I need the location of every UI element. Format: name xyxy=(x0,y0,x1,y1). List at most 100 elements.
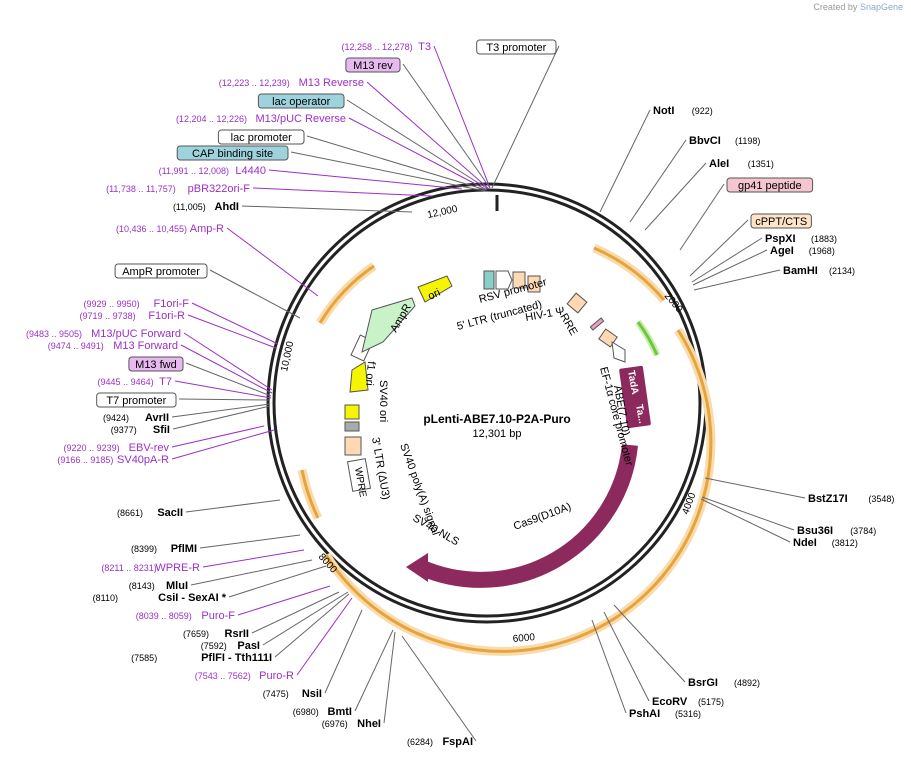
leader-line xyxy=(691,237,763,283)
primer-coord: (12,223 .. 12,239) xyxy=(219,78,290,88)
feature-band-1 xyxy=(592,243,668,303)
enzyme-name: NsiI xyxy=(302,688,322,700)
enzyme-coord: (7592) xyxy=(201,641,227,651)
enzyme-coord: (11,005) xyxy=(173,202,206,212)
leader-line xyxy=(226,227,319,297)
leader-line xyxy=(401,635,477,742)
primer-coord: (12,204 .. 12,226) xyxy=(176,114,247,124)
feature-tag-box xyxy=(114,263,208,279)
leader-line xyxy=(629,139,687,223)
leader-line xyxy=(183,332,273,391)
feature-tag-label: CAP binding site xyxy=(192,148,273,160)
primer-coord: (9929 .. 9950) xyxy=(84,299,140,309)
leader-line xyxy=(644,162,707,231)
primer-coord: (9166 .. 9185) xyxy=(57,455,113,465)
enzyme-name: NdeI xyxy=(793,537,817,549)
enzyme-name: Bsu36I xyxy=(797,525,833,537)
leader-line xyxy=(180,344,273,394)
primer-coord: (9474 .. 9491) xyxy=(48,341,104,351)
enzyme-name: PflMI xyxy=(171,543,197,555)
enzyme-name: RsrII xyxy=(225,628,249,640)
primer-name: M13 Reverse xyxy=(299,77,364,89)
feature-tag-label: AmpR promoter xyxy=(122,266,200,278)
hiv-box xyxy=(527,275,541,293)
primer-name: M13/pUC Forward xyxy=(91,328,181,340)
enzyme-coord: (3784) xyxy=(850,526,876,536)
leader-line xyxy=(693,269,781,291)
feature-band-3 xyxy=(316,262,377,326)
feature-tag-box xyxy=(128,356,184,372)
leader-line xyxy=(174,380,272,399)
leader-line xyxy=(613,604,686,683)
feature-band-4-core xyxy=(300,469,320,519)
primer-coord: (9445 .. 9464) xyxy=(98,377,154,387)
feature-band-2-core xyxy=(324,329,713,653)
leader-line xyxy=(324,609,363,694)
leader-line xyxy=(366,81,490,190)
leader-line xyxy=(252,187,433,197)
enzyme-name: AleI xyxy=(709,158,729,170)
ltr3-box xyxy=(344,436,362,456)
enzyme-coord: (9424) xyxy=(103,413,129,423)
enzyme-name: PspXI xyxy=(765,233,796,245)
enzyme-coord: (7659) xyxy=(183,629,209,639)
cas9-arrow xyxy=(416,444,638,588)
feature-tag-label: M13 fwd xyxy=(135,359,177,371)
rre-label: RRE xyxy=(557,312,579,338)
feature-band-green-core xyxy=(636,321,659,356)
leader-line xyxy=(171,429,275,460)
leader-line xyxy=(402,63,491,189)
leader-line xyxy=(354,629,394,712)
leader-line xyxy=(171,425,265,448)
enzyme-coord: (6980) xyxy=(293,707,319,717)
enzyme-name: BmtI xyxy=(328,706,352,718)
primer-name: WPRE-R xyxy=(155,562,200,574)
ltr5-box xyxy=(512,271,526,289)
feature-tag-label: M13 rev xyxy=(353,60,393,72)
primer-coord: (8211 .. 8231) xyxy=(101,563,156,573)
primer-name: M13 Forward xyxy=(113,340,178,352)
feature-band-1-core xyxy=(593,246,666,301)
primer-coord: (11,991 .. 12,008) xyxy=(159,166,229,176)
leader-line xyxy=(290,151,486,192)
primer-name: SV40pA-R xyxy=(117,454,169,466)
feature-tag-box xyxy=(217,129,305,145)
leader-line xyxy=(433,45,491,189)
feature-tag-label: T7 promoter xyxy=(106,395,166,407)
primer-name: F1ori-R xyxy=(148,310,185,322)
enzyme-name: EcoRV xyxy=(652,696,688,708)
leader-line xyxy=(187,314,277,349)
gp41-mark xyxy=(589,317,605,331)
primer-coord: (9719 .. 9738) xyxy=(80,311,136,321)
primer-name: Amp-R xyxy=(190,223,224,235)
primer-coord: (11,738 .. 11,757) xyxy=(106,184,176,194)
enzyme-name: PflFI - Tth111I xyxy=(201,652,272,664)
leader-line xyxy=(689,219,749,277)
leader-line xyxy=(591,619,627,714)
leader-lines xyxy=(171,45,806,742)
snapgene-credit: Created by SnapGene xyxy=(813,2,903,12)
enzyme-name: BamHI xyxy=(783,265,818,277)
leader-line xyxy=(296,597,353,676)
enzyme-name: AvrII xyxy=(145,412,169,424)
right-label-column: NotI(922)BbvCI(1198)AleI(1351)gp41 pepti… xyxy=(629,105,894,720)
primer-name: L4440 xyxy=(235,165,266,177)
feature-band-3-core xyxy=(318,264,375,324)
tada-label: TadA xyxy=(625,370,640,396)
enzyme-name: BsrGI xyxy=(688,677,718,689)
enzyme-name: AgeI xyxy=(770,245,794,257)
primer-coord: (7543 .. 7562) xyxy=(195,671,251,681)
leader-line xyxy=(241,205,413,213)
enzyme-coord: (5175) xyxy=(698,697,724,707)
leader-line xyxy=(679,183,725,251)
credit-prefix: Created by xyxy=(813,2,858,12)
sv40ori-arrow xyxy=(349,361,369,393)
feature-tag-label: gp41 peptide xyxy=(738,180,802,192)
leader-line xyxy=(199,534,301,549)
enzyme-name: MluI xyxy=(166,580,188,592)
primer-name: pBR322ori-F xyxy=(188,183,251,195)
enzyme-name: PasI xyxy=(237,640,260,652)
leader-line xyxy=(599,109,651,213)
leader-line xyxy=(262,591,349,646)
